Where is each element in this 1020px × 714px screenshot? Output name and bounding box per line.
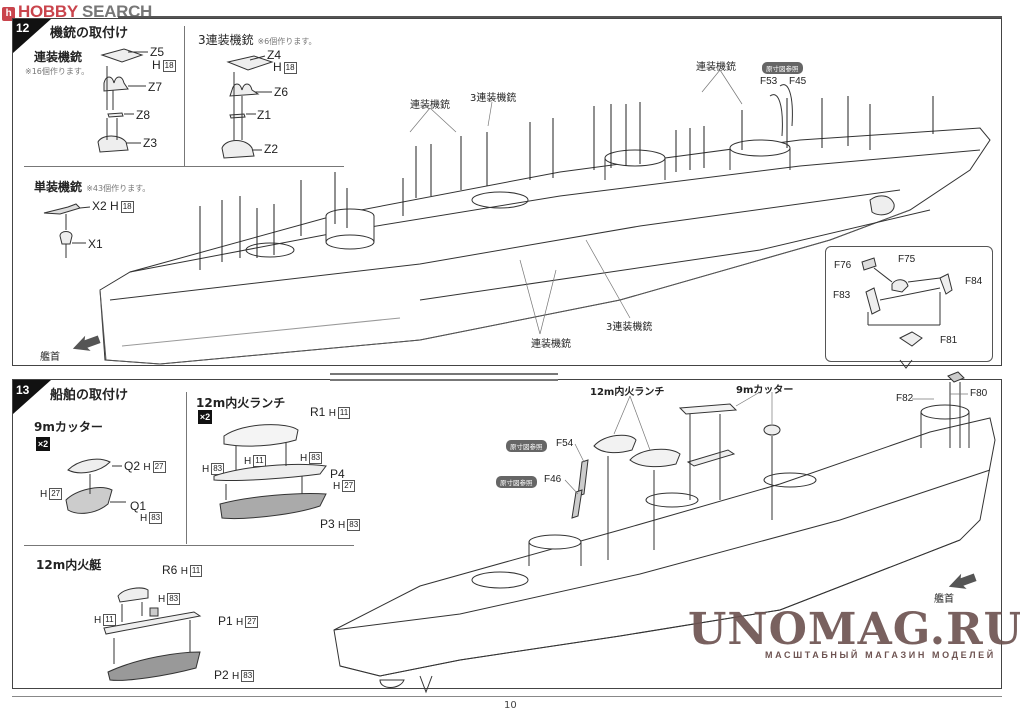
part-f81: F81 (940, 335, 958, 346)
part-f84: F84 (965, 276, 983, 287)
cutter-title: 9mカッター (34, 420, 103, 434)
step12-divider-vertical (184, 26, 185, 166)
launch-title: 12m内火ランチ (196, 396, 286, 410)
ref-pill-f53: 原寸図参照 (762, 62, 803, 74)
bow-label-step13: 艦首 (934, 594, 954, 605)
step13-title: 船舶の取付け (50, 388, 129, 403)
single-mg-title: 単装機銃 ※43個作ります。 (34, 180, 151, 194)
part-f53: F53 (760, 76, 778, 87)
cutter-qty-badge: ×2 (36, 437, 50, 451)
footer-rule (12, 696, 1002, 697)
page-number: 10 (504, 700, 517, 711)
step13-double-rule-1 (330, 373, 558, 375)
step13-divider-horizontal (24, 545, 354, 546)
callout-twin-mg-bottom: 連装機銃 (531, 339, 571, 350)
part-f83: F83 (833, 290, 851, 301)
triple-mg-title: 3連装機銃 ※6個作ります。 (198, 33, 317, 47)
part-f75: F75 (898, 254, 916, 265)
part-z7: Z7 (148, 80, 163, 94)
twin-mg-note: ※16個作ります。 (25, 67, 90, 76)
header-rule (118, 16, 1002, 18)
part-x1: X1 (88, 237, 103, 251)
part-f82: F82 (896, 393, 914, 404)
step12-divider-horizontal-2 (184, 166, 344, 167)
callout-triple-mg-1: 3連装機銃 (470, 93, 517, 104)
bow-label-step12: 艦首 (40, 352, 60, 363)
step12-badge (13, 19, 51, 53)
part-p4: P4 (330, 467, 345, 481)
ref-pill-f46: 原寸図参照 (496, 476, 537, 488)
part-z2: Z2 (264, 142, 279, 156)
part-f80: F80 (970, 388, 988, 399)
part-z1: Z1 (257, 108, 272, 122)
step12-number: 12 (16, 21, 30, 35)
part-z6: Z6 (274, 85, 289, 99)
logo-hobby: HOBBY (18, 2, 78, 21)
twin-mg-title: 連装機銃 (34, 50, 83, 64)
single-mg-note: ※43個作ります。 (86, 184, 151, 193)
logo-mark-icon: h (2, 7, 15, 21)
step13-double-rule-2 (330, 379, 558, 381)
step13-badge (13, 380, 51, 414)
callout-twin-mg-1: 連装機銃 (410, 100, 450, 111)
part-q1: Q1 (130, 499, 147, 513)
part-z5: Z5 (150, 45, 165, 59)
part-f76: F76 (834, 260, 852, 271)
step13-divider-vertical (186, 392, 187, 544)
step12-title: 機銃の取付け (50, 26, 129, 41)
callout-cutter: 9mカッター (736, 385, 794, 396)
watermark-subtitle: МАСШТАБНЫЙ МАГАЗИН МОДЕЛЕЙ (765, 650, 996, 660)
motorboat-title: 12m内火艇 (36, 558, 102, 572)
watermark-title: UNOMAG.RU (688, 604, 1020, 655)
step12-divider-horizontal (24, 166, 184, 167)
part-z3: Z3 (143, 136, 158, 150)
launch-qty-badge: ×2 (198, 410, 212, 424)
part-f45: F45 (789, 76, 807, 87)
step13-number: 13 (16, 383, 30, 397)
triple-mg-note: ※6個作ります。 (257, 37, 317, 46)
callout-launch: 12m内火ランチ (590, 387, 665, 398)
ref-pill-f54: 原寸図参照 (506, 440, 547, 452)
part-f54: F54 (556, 438, 574, 449)
part-f46: F46 (544, 474, 562, 485)
step12-panel (12, 18, 1002, 366)
part-z8: Z8 (136, 108, 151, 122)
callout-twin-mg-2: 連装機銃 (696, 62, 736, 73)
callout-triple-mg-bottom: 3連装機銃 (606, 322, 653, 333)
